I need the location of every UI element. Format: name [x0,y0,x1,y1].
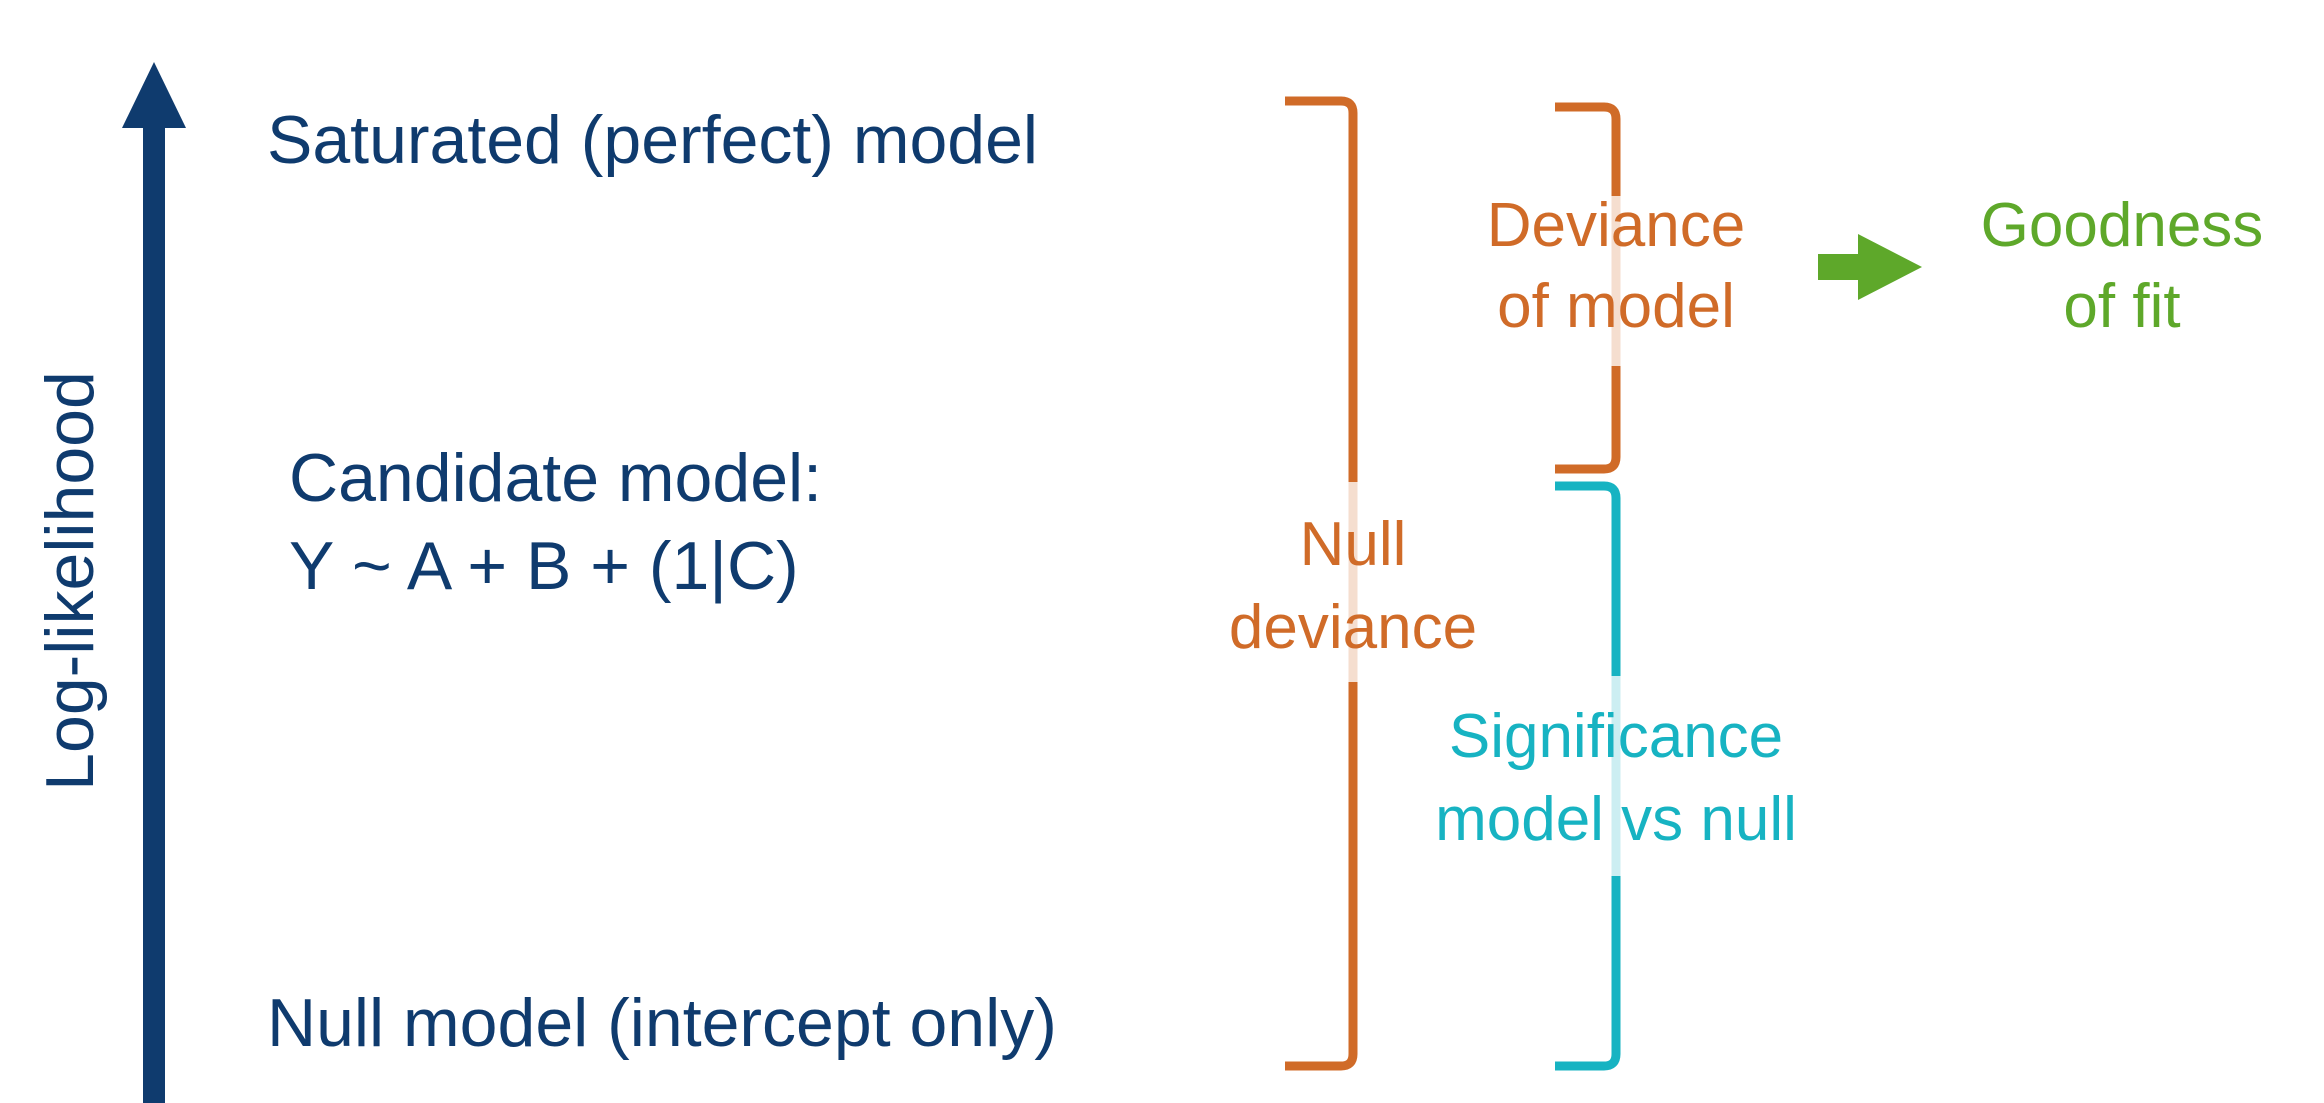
model-deviance-label-line2: of model [1497,272,1735,341]
significance-label-line1: Significance [1448,702,1784,771]
saturated-model-label: Saturated (perfect) model [267,102,1039,178]
significance-label-line2: model vs null [1435,785,1797,854]
model-deviance-label-line1: Deviance [1486,191,1746,260]
candidate-model-formula: Y ~ A + B + (1|C) [289,528,799,604]
null-deviance-bracket [1285,96,1361,1071]
null-deviance-label-line2: deviance [1228,593,1478,662]
axis-arrowhead [122,62,186,128]
null-deviance-label-line1: Null [1299,510,1407,579]
goodness-of-fit-arrow [1818,234,1922,300]
y-axis-label: Log-likelihood [32,371,108,791]
null-model-label: Null model (intercept only) [267,985,1057,1061]
y-axis-title: Log-likelihood [32,356,108,806]
significance-bracket [1555,481,1624,1071]
goodness-of-fit-label-line2: of fit [2063,272,2181,341]
candidate-model-title: Candidate model: [289,440,823,516]
goodness-of-fit-label-line1: Goodness [1980,191,2264,260]
log-likelihood-axis-arrow [122,62,186,1103]
model-deviance-bracket [1555,102,1624,474]
